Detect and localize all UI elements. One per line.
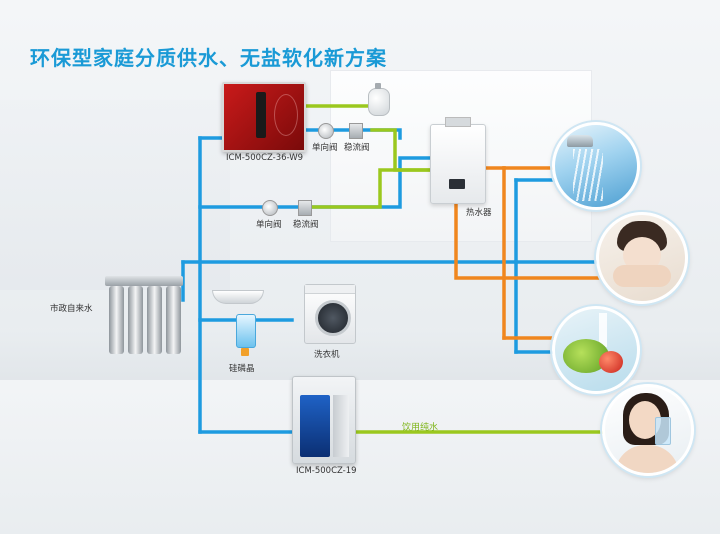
shower-stream bbox=[573, 149, 603, 201]
green-pipe-valve-row-2 bbox=[300, 168, 432, 209]
filter-cartridge-2 bbox=[128, 286, 143, 354]
silicon-phosphate-valve-icon bbox=[241, 348, 249, 356]
water-heater bbox=[430, 117, 486, 204]
ro-purifier-bottom-label: ICM-500CZ-19 bbox=[296, 466, 357, 476]
check-valve-2-label: 单向阀 bbox=[256, 220, 282, 230]
check-valve-1-icon bbox=[318, 123, 334, 139]
drinking-water-label: 饮用纯水 bbox=[402, 423, 439, 433]
filter-cartridge-4 bbox=[166, 286, 181, 354]
ro-purifier-top-label: ICM-500CZ-36-W9 bbox=[226, 153, 304, 163]
municipal-water-label: 市政自来水 bbox=[50, 304, 93, 314]
check-valve-2-icon bbox=[262, 200, 278, 216]
ro-purifier-top-pattern bbox=[274, 94, 298, 136]
drinking-shoulders bbox=[615, 445, 679, 473]
silicon-phosphate-filter bbox=[236, 314, 256, 348]
washing-machine-panel bbox=[305, 285, 355, 294]
kitchen-cabinet-left bbox=[0, 100, 230, 290]
municipal-filter-unit bbox=[105, 276, 183, 356]
basin-above-crystal bbox=[212, 290, 264, 304]
washing-machine-label: 洗衣机 bbox=[314, 350, 340, 360]
ro-purifier-bottom-side bbox=[333, 395, 349, 457]
kitchen-floor bbox=[0, 380, 720, 534]
filter-cartridge-3 bbox=[147, 286, 162, 354]
ro-purifier-top bbox=[222, 82, 306, 152]
ro-purifier-top-panel bbox=[256, 92, 266, 138]
vegetables-water bbox=[599, 313, 607, 347]
shower-head-icon bbox=[567, 135, 593, 147]
flow-valve-1-label: 稳流阀 bbox=[344, 143, 370, 153]
blue-pipe-valve-row-1 bbox=[300, 128, 402, 140]
water-heater-display bbox=[449, 179, 465, 189]
washing-machine-door bbox=[315, 300, 351, 336]
washing-machine bbox=[304, 284, 356, 344]
face-wash-hands bbox=[613, 265, 671, 287]
drinking-woman-photo bbox=[602, 384, 694, 476]
orange-pipe-heater-down bbox=[454, 203, 600, 280]
vegetables-tomato bbox=[599, 351, 623, 373]
pressure-tank-cap bbox=[375, 83, 381, 89]
flow-valve-1-icon bbox=[349, 123, 363, 139]
flow-valve-2-label: 稳流阀 bbox=[293, 220, 319, 230]
ro-purifier-bottom-panel bbox=[300, 395, 330, 457]
filter-rack bbox=[105, 276, 183, 286]
water-heater-label: 热水器 bbox=[466, 208, 492, 218]
drinking-glass-icon bbox=[655, 417, 671, 445]
page-title: 环保型家庭分质供水、无盐软化新方案 bbox=[30, 46, 387, 70]
face-wash-photo bbox=[596, 212, 688, 304]
flow-valve-2-icon bbox=[298, 200, 312, 216]
filter-cartridge-1 bbox=[109, 286, 124, 354]
water-heater-top bbox=[445, 117, 471, 127]
ro-purifier-bottom bbox=[292, 376, 356, 464]
check-valve-1-label: 单向阀 bbox=[312, 143, 338, 153]
shower-photo bbox=[552, 122, 640, 210]
pressure-tank bbox=[368, 88, 390, 116]
vegetables-photo bbox=[552, 306, 640, 394]
silicon-phosphate-label: 硅磷晶 bbox=[229, 364, 255, 374]
